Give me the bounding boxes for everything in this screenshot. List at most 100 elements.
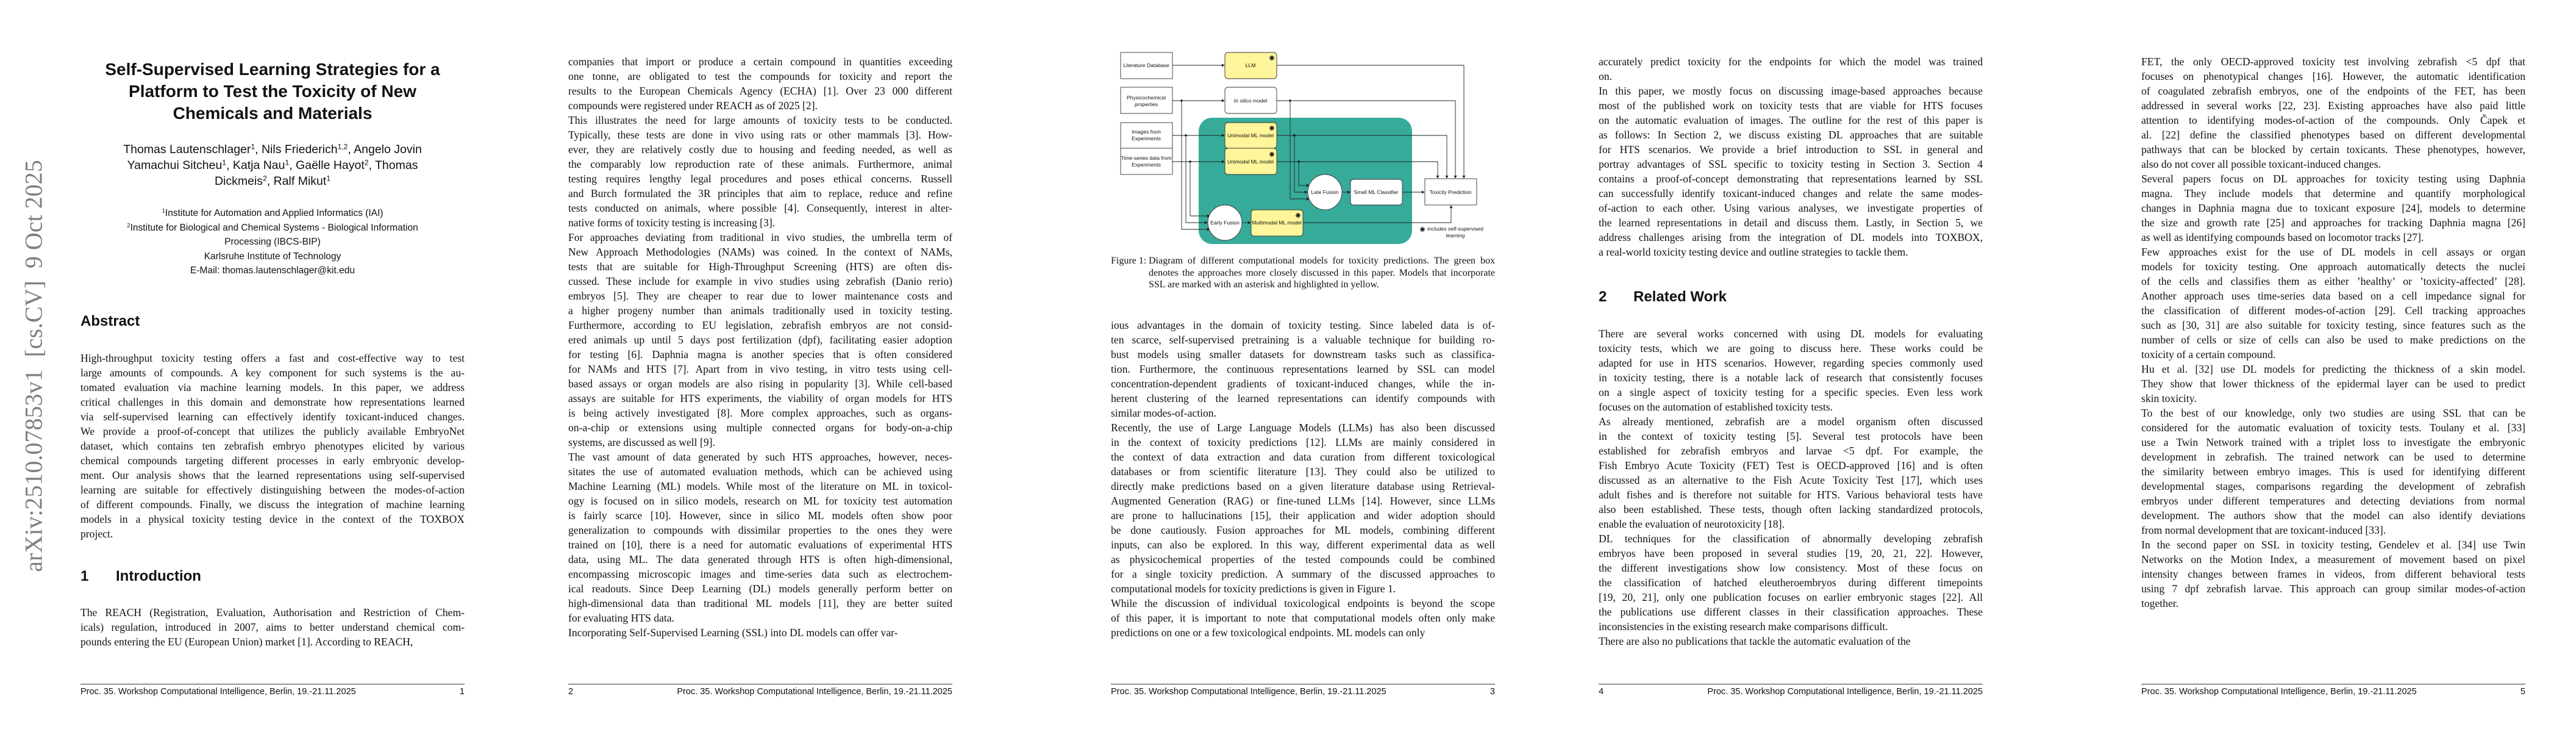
text-line: discussed as an alternative to the Fish … xyxy=(1599,474,1983,486)
text-line: We provide a proof-of-concept that utili… xyxy=(80,425,465,437)
text-line: together. xyxy=(2141,597,2179,609)
asterisk-icon xyxy=(1269,55,1275,61)
text-line: tests that are suitable for High-Through… xyxy=(568,260,952,273)
text-line: of-action to each other. Using various a… xyxy=(1599,202,1983,214)
text-line: ious advantages in the domain of toxicit… xyxy=(1111,319,1495,331)
text-line: the learned representations in detail an… xyxy=(1599,217,1983,229)
llm-box xyxy=(1224,52,1277,79)
text-line: in the context of toxicity predictions [… xyxy=(1111,436,1495,448)
asterisk-icon xyxy=(1269,125,1275,131)
author-line: Yamachui Sitcheu1, Katja Nau1, Gaëlle Ha… xyxy=(80,157,465,173)
text-line: dataset, which contains ten zebrafish em… xyxy=(80,440,465,452)
text-line: changes in Daphnia magna due to toxicant… xyxy=(2141,202,2525,214)
text-line: of coagulated zebrafish embryos, one of … xyxy=(2141,85,2525,97)
page-number: 1 xyxy=(459,687,465,697)
page-footer: Proc. 35. Workshop Computational Intelli… xyxy=(2141,684,2525,699)
paragraph: ious advantages in the domain of toxicit… xyxy=(1111,318,1495,420)
text-line: for evaluating HTS data. xyxy=(568,612,674,624)
text-line: Another approach uses time-series data b… xyxy=(2141,290,2525,302)
text-line: sitates the use of automated evaluation … xyxy=(568,465,952,478)
text-line: development in zebrafish. The trained ne… xyxy=(2141,451,2525,463)
author-name: , Angelo Jovin xyxy=(348,143,422,156)
abstract-heading: Abstract xyxy=(80,313,140,329)
text-line: most of the published work on toxicity t… xyxy=(1599,99,1983,112)
text-line: adult fishes and is therefore not suitab… xyxy=(1599,489,1983,501)
text-line: Hu et al. [32] use DL models for predict… xyxy=(2141,363,2525,375)
text-line: directly make predictions based on a giv… xyxy=(1111,480,1495,492)
text-line: is fairly scarce [10]. However, since in… xyxy=(568,509,952,522)
text-line: inconsistencies in the existing research… xyxy=(1599,620,1888,633)
caption-line: denotes the approaches more closely disc… xyxy=(1149,267,1495,278)
label: properties xyxy=(1135,101,1158,107)
affiliation-text: Institute for Biological and Chemical Sy… xyxy=(130,222,418,233)
text-line: via self-supervised learning can effecti… xyxy=(80,411,465,423)
text-line: number of cells or size of cells can als… xyxy=(2141,334,2525,346)
paragraph: In the second paper on SSL in toxicity t… xyxy=(2141,537,2525,611)
text-line: a real-world toxicity testing device and… xyxy=(1599,246,1908,258)
text-line: [19, 20, 21], only one publication focus… xyxy=(1599,591,1983,603)
text-line: FET, the only OECD-approved toxicity tes… xyxy=(2141,56,2525,68)
section-number: 1 xyxy=(80,568,89,584)
text-line: tomated evaluation via machine learning … xyxy=(80,381,465,393)
multimodal-model-box xyxy=(1251,209,1304,237)
author-name: Thomas Lautenschlager xyxy=(123,143,251,156)
text-line: While the discussion of individual toxic… xyxy=(1111,597,1495,609)
caption-line: Diagram of different computational model… xyxy=(1149,256,1495,266)
caption-label: Figure 1: xyxy=(1111,256,1147,266)
paragraph: While the discussion of individual toxic… xyxy=(1111,596,1495,640)
asterisk-icons xyxy=(1269,55,1425,232)
page-number: 4 xyxy=(1599,687,1604,697)
text-line: Fish Embryo Acute Toxicity (FET) Test is… xyxy=(1599,459,1983,472)
text-line: of the cells and classifies them as eith… xyxy=(2141,275,2525,287)
text-line: the size and growth rate [25] and approa… xyxy=(2141,217,2525,229)
title-line: Platform to Test the Toxicity of New xyxy=(129,82,416,101)
text-line: such as [30, 31] are also suitable for t… xyxy=(2141,319,2525,331)
text-line: companies that import or produce a certa… xyxy=(568,56,952,68)
affiliation-marker: 1 xyxy=(162,207,165,215)
text-line: addressed in several works [22, 23]. Exi… xyxy=(2141,99,2525,112)
text-line: trained on [10], there is a need for aut… xyxy=(568,539,952,551)
paragraph: For approaches deviating from traditiona… xyxy=(568,230,952,450)
text-line: concentration-dependent gradients of tox… xyxy=(1111,378,1495,390)
author-name: , Gaëlle Hayot xyxy=(289,159,365,172)
text-line: models for toxicity testing. One approac… xyxy=(2141,260,2525,273)
affiliation-text: Karlsruhe Institute of Technology xyxy=(204,251,341,262)
page-5: FET, the only OECD-approved toxicity tes… xyxy=(2061,0,2576,732)
section-title: Introduction xyxy=(116,568,201,584)
footer-text: Proc. 35. Workshop Computational Intelli… xyxy=(2141,687,2417,697)
text-line: adapted for use in HTS scenarios. Howeve… xyxy=(1599,357,1983,369)
asterisk-icon xyxy=(1269,151,1275,157)
affiliation-marker: 1 xyxy=(285,158,290,167)
page-1: arXiv:2510.07853v1 [cs.CV] 9 Oct 2025 Se… xyxy=(0,0,515,732)
text-line: ered animals up until 5 days post fertil… xyxy=(568,334,952,346)
text-line: toxicity of a certain compound. xyxy=(2141,348,2276,361)
small-classifier-box xyxy=(1350,179,1403,206)
affiliation-marker: 1 xyxy=(251,142,255,151)
text-line: toxicity tests, which we are going to di… xyxy=(1599,342,1983,354)
text-line: for a single toxicity prediction. A summ… xyxy=(1111,568,1495,580)
text-line: considered for the automatic evaluation … xyxy=(2141,422,2525,434)
text-line: for NAMs and HTS [7]. Apart from in vivo… xyxy=(568,363,952,375)
text-line: magna. They include models that determin… xyxy=(2141,187,2525,199)
text-line: based assays or organ models are also ri… xyxy=(568,378,952,390)
footer-text: Proc. 35. Workshop Computational Intelli… xyxy=(677,687,952,697)
text-line: databases or from scientific literature … xyxy=(1111,465,1495,478)
paragraph: The vast amount of data generated by suc… xyxy=(568,450,952,625)
text-line: on the automatic evaluation of images. T… xyxy=(1599,114,1983,126)
label: LLM xyxy=(1246,62,1256,68)
text-line: Several papers focus on DL approaches fo… xyxy=(2141,173,2525,185)
affiliation-marker: 1 xyxy=(326,174,331,183)
affiliation-line: Karlsruhe Institute of Technology xyxy=(80,249,465,264)
paragraph: Several papers focus on DL approaches fo… xyxy=(2141,171,2525,245)
text-line: embryos under different temperatures and… xyxy=(2141,495,2525,507)
text-line: herent clustering of the learned represe… xyxy=(1111,392,1495,404)
text-line: pathways that can be blocked by certain … xyxy=(2141,143,2525,156)
text-line: using 7 dpf zebrafish larvae. This appro… xyxy=(2141,583,2525,595)
text-line: inputs, can also be explored. In this wa… xyxy=(1111,539,1495,551)
text-line: Machine Learning (ML) models. While most… xyxy=(568,480,952,492)
text-line: There are several works concerned with u… xyxy=(1599,328,1983,340)
text-line: of different compounds. Finally, we disc… xyxy=(80,498,465,511)
paragraph: High-throughput toxicity testing offers … xyxy=(80,351,465,541)
paragraph: companies that import or produce a certa… xyxy=(568,54,952,113)
text-line: Recently, the use of Large Language Mode… xyxy=(1111,422,1495,434)
